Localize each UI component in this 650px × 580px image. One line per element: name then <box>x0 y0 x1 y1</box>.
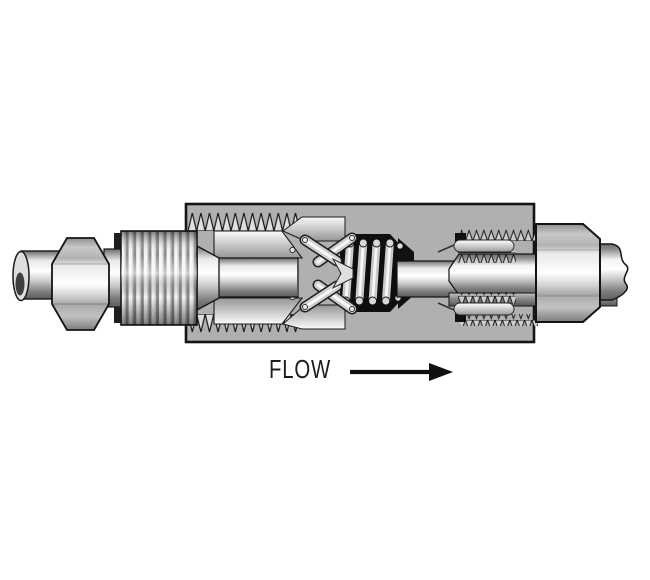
ferrule-cone <box>196 244 299 312</box>
outlet-threads <box>437 229 538 326</box>
flow-label: FLOW <box>269 354 331 384</box>
male-threads <box>120 230 198 326</box>
outlet-hex-nut <box>535 223 601 323</box>
body-counterbore <box>213 216 346 330</box>
poppet-legs <box>299 232 358 315</box>
flow-arrow-icon <box>350 363 453 381</box>
flow-annotation: FLOW <box>269 354 453 384</box>
poppet-tip <box>331 257 354 290</box>
inlet-hex-nut <box>51 237 110 331</box>
